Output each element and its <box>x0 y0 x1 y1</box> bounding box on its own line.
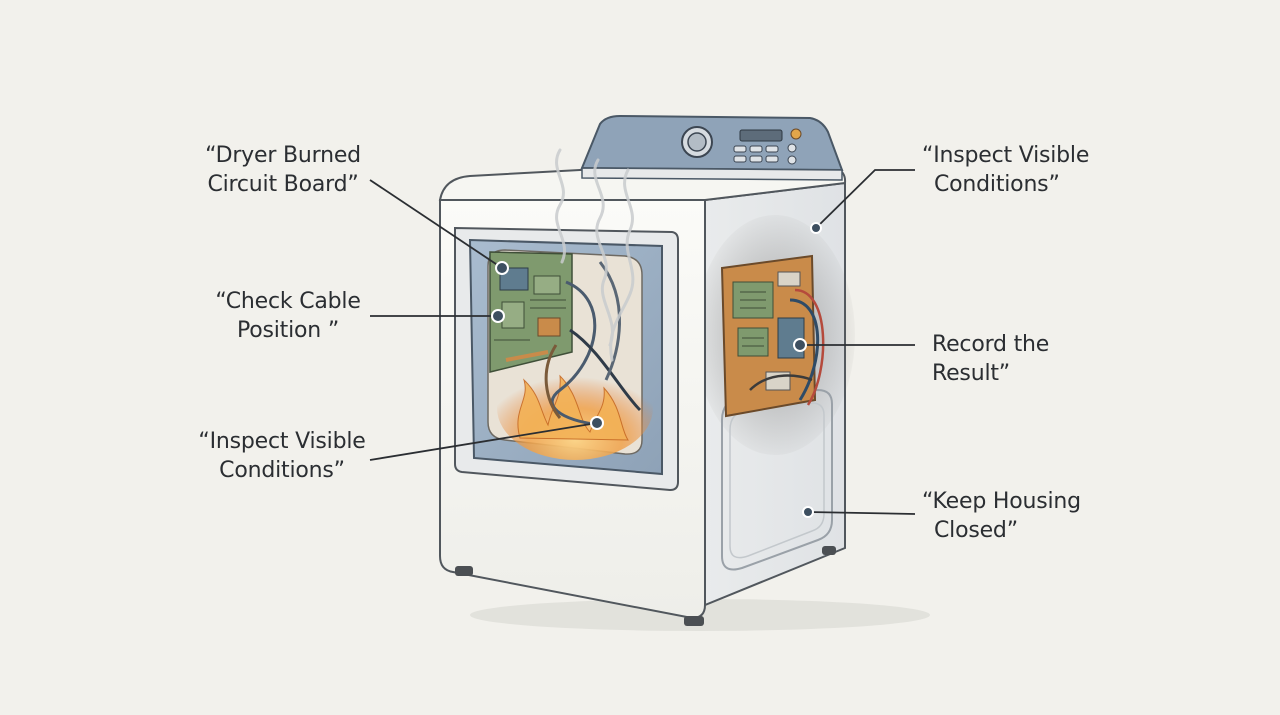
side-circuit-board <box>720 254 825 418</box>
callout-line: “Dryer Burned <box>205 143 361 168</box>
callout-line: Conditions” <box>934 172 1060 197</box>
marker-dot <box>590 416 604 430</box>
markers <box>491 222 822 518</box>
callout-line: Position ” <box>236 318 340 343</box>
drum-circuit-board <box>489 251 573 373</box>
callout-line: Record the <box>932 332 1050 357</box>
callout-line: Conditions” <box>219 458 345 483</box>
foot <box>455 566 473 576</box>
callout-line: “Keep Housing <box>922 489 1081 514</box>
cables <box>544 261 642 427</box>
callout-line: Circuit Board” <box>207 172 359 197</box>
foot <box>684 616 704 626</box>
callout-line: “Inspect Visible <box>922 143 1090 168</box>
callout-inspect-visible-right: “Inspect Visible Conditions” <box>922 141 1102 199</box>
callout-line: Result” <box>932 361 1010 386</box>
foot <box>822 546 836 555</box>
leader-line <box>815 169 915 229</box>
control-buttons <box>733 143 797 165</box>
callout-line: “Inspect Visible <box>198 429 366 454</box>
marker-dot <box>810 222 822 234</box>
leader-line <box>807 511 916 515</box>
callout-inspect-visible-left: “Inspect Visible Conditions” <box>196 427 368 485</box>
leader-line <box>369 422 598 461</box>
callout-line: Closed” <box>934 518 1018 543</box>
marker-dot <box>793 338 807 352</box>
leader-lines <box>369 169 916 515</box>
callout-keep-housing: “Keep Housing Closed” <box>922 487 1092 545</box>
smoke-icon <box>555 148 635 362</box>
callout-line: “Check Cable <box>215 289 361 314</box>
marker-dot <box>491 309 505 323</box>
callout-dryer-burned-board: “Dryer Burned Circuit Board” <box>198 141 368 199</box>
callout-record-result: Record the Result” <box>932 330 1092 388</box>
leader-line <box>369 179 503 269</box>
marker-dot <box>495 261 509 275</box>
callout-check-cable: “Check Cable Position ” <box>208 287 368 345</box>
control-display <box>739 129 783 142</box>
marker-dot <box>802 506 814 518</box>
